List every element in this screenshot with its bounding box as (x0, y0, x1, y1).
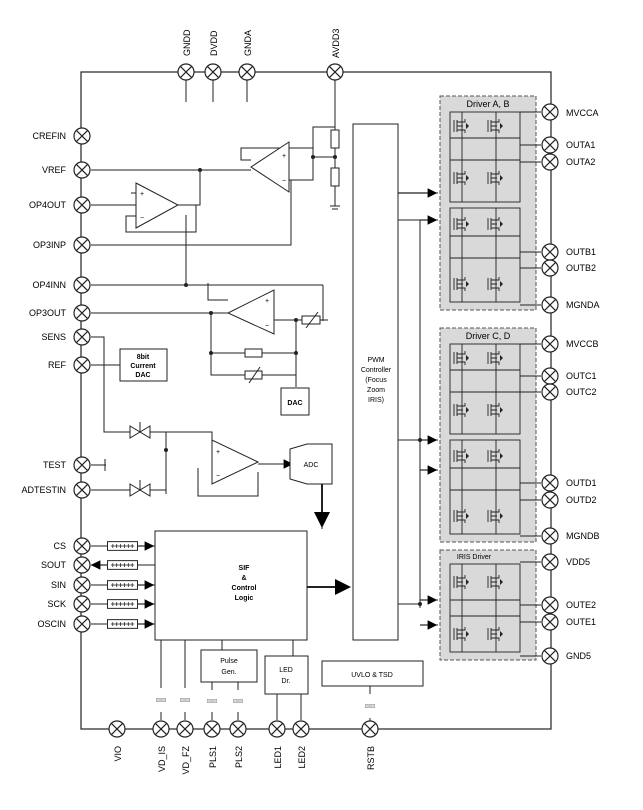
pin-label-ref: REF (48, 360, 67, 370)
sif-line3: Control (232, 585, 257, 592)
pin-label-gndd: GNDD (182, 29, 192, 56)
pwm-line4: Zoom (367, 387, 385, 394)
svg-text:+: + (265, 298, 269, 305)
pwm-line5: IRIS) (368, 397, 384, 404)
pin-label-outa2: OUTA2 (566, 157, 595, 167)
iris-driver-transistors (449, 563, 521, 653)
current-dac-line1: 8bit (137, 354, 150, 361)
sif-line1: SIF (239, 565, 251, 572)
pin-label-gnda: GNDA (243, 30, 253, 56)
uvlo-tsd-block: UVLO & TSD (321, 660, 424, 687)
op4-op-amp (135, 182, 180, 229)
op-amps (135, 141, 290, 485)
junction-dots (164, 155, 422, 606)
pin-label-mvcca: MVCCA (566, 108, 599, 118)
analog-switches (129, 422, 151, 497)
pwm-line3: (Focus (365, 377, 387, 384)
uvlo-label: UVLO & TSD (351, 672, 393, 679)
pin-label-sout: SOUT (41, 560, 67, 570)
pin-labels-bottom: VIO VD_IS VD_FZ PLS1 PLS2 LED1 LED2 RSTB (113, 746, 376, 775)
current-dac-block: 8bit Current DAC (119, 348, 168, 382)
pin-labels-left: CREFIN VREF OP4OUT OP3INP OP4INN OP3OUT … (21, 131, 66, 629)
pin-label-led1: LED1 (273, 746, 283, 769)
pin-label-mvccb: MVCCB (566, 339, 599, 349)
driver-ab-transistors (449, 111, 521, 303)
vref-op-amp (250, 141, 290, 193)
pin-label-oute2: OUTE2 (566, 600, 596, 610)
driver-ab-label: Driver A, B (466, 99, 509, 109)
pin-label-outc2: OUTC2 (566, 387, 597, 397)
adc-buffer-op-amp (211, 439, 260, 485)
iris-driver-label: IRIS Driver (457, 554, 492, 561)
pin-label-avdd3: AVDD3 (331, 29, 341, 58)
pin-label-led2: LED2 (297, 746, 307, 769)
pin-label-mgnda: MGNDA (566, 300, 600, 310)
pin-label-vdd5: VDD5 (566, 557, 590, 567)
sif-line2: & (241, 575, 246, 582)
svg-text:−: − (140, 215, 144, 222)
pwm-line1: PWM (367, 357, 384, 364)
pin-label-vref: VREF (42, 165, 67, 175)
pin-labels-top: GNDD DVDD GNDA AVDD3 (182, 29, 341, 58)
pin-label-vd-fz: VD_FZ (181, 746, 191, 775)
pin-label-outb2: OUTB2 (566, 263, 596, 273)
pin-label-op4out: OP4OUT (29, 200, 67, 210)
svg-text:−: − (216, 473, 220, 480)
pin-label-outd2: OUTD2 (566, 495, 597, 505)
pin-label-crefin: CREFIN (33, 131, 67, 141)
pin-label-cs: CS (53, 541, 66, 551)
pin-label-op3inp: OP3INP (33, 240, 66, 250)
signal-arrows (90, 188, 438, 630)
sif-line4: Logic (235, 595, 254, 602)
pin-label-vio: VIO (113, 746, 123, 762)
driver-cd-label: Driver C, D (466, 331, 511, 341)
svg-text:−: − (265, 323, 269, 330)
pulse-gen-line2: Gen. (221, 669, 236, 676)
led-dr-line1: LED (279, 667, 293, 674)
op3-op-amp (226, 289, 275, 335)
pin-label-sens: SENS (41, 332, 66, 342)
pin-label-pls1: PLS1 (208, 746, 218, 768)
pin-label-test: TEST (43, 460, 67, 470)
led-driver-block: LED Dr. (264, 655, 309, 695)
led-dr-line2: Dr. (282, 678, 291, 685)
adc-label: ADC (304, 462, 319, 469)
sif-control-logic-block: SIF & Control Logic (154, 530, 308, 641)
pin-label-oscin: OSCIN (37, 619, 66, 629)
pin-label-dvdd: DVDD (209, 30, 219, 56)
pin-label-sin: SIN (51, 580, 66, 590)
pin-labels-right: MVCCA OUTA1 OUTA2 OUTB1 OUTB2 MGNDA MVCC… (566, 108, 600, 661)
svg-text:+: + (282, 153, 286, 160)
pin-label-adtestin: ADTESTIN (21, 485, 66, 495)
svg-text:−: − (282, 178, 286, 185)
pin-label-op4inn: OP4INN (32, 280, 66, 290)
pwm-controller-block: PWM Controller (Focus Zoom IRIS) (352, 123, 399, 641)
pin-label-mgndb: MGNDB (566, 531, 600, 541)
pulse-gen-block: Pulse Gen. (200, 649, 258, 683)
adc-block: ADC (289, 443, 333, 485)
resistors (244, 129, 340, 384)
pin-label-pls2: PLS2 (234, 746, 244, 768)
dac-block: DAC (280, 387, 310, 416)
pin-label-vd-is: VD_IS (157, 746, 167, 772)
pin-label-outd1: OUTD1 (566, 478, 597, 488)
svg-text:+: + (140, 191, 144, 198)
pin-label-sck: SCK (47, 599, 66, 609)
pin-label-oute1: OUTE1 (566, 617, 596, 627)
current-dac-line3: DAC (135, 372, 150, 379)
driver-cd-transistors (449, 343, 521, 535)
pin-label-op3out: OP3OUT (29, 308, 67, 318)
pwm-line2: Controller (361, 367, 392, 374)
pin-label-outc1: OUTC1 (566, 371, 597, 381)
current-dac-line2: Current (130, 363, 156, 370)
pin-label-outb1: OUTB1 (566, 247, 596, 257)
pin-label-gnd5: GND5 (566, 651, 591, 661)
pin-label-rstb: RSTB (366, 746, 376, 770)
svg-text:+: + (216, 449, 220, 456)
pulse-gen-line1: Pulse (220, 658, 238, 665)
pin-label-outa1: OUTA1 (566, 140, 595, 150)
dac-label: DAC (287, 400, 302, 407)
